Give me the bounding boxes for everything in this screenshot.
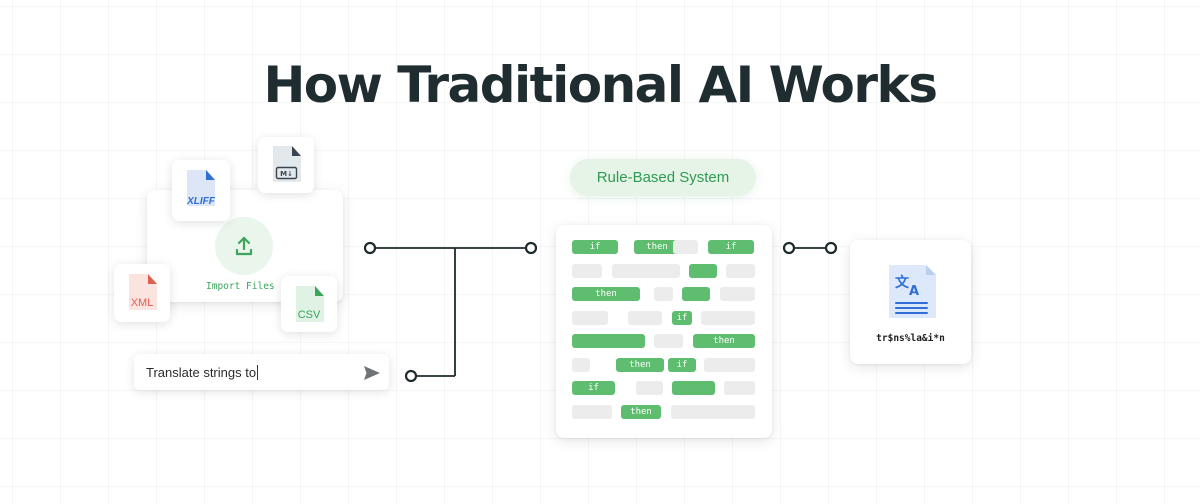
rule-chip-empty — [654, 287, 673, 301]
rule-chip-active: then — [621, 404, 661, 419]
xliff-file-card[interactable]: XLIFF — [172, 160, 230, 221]
xml-file-label: XML — [130, 297, 154, 309]
svg-text:M↓: M↓ — [280, 170, 293, 178]
rule-chip-empty — [720, 287, 755, 301]
upload-button[interactable] — [215, 217, 273, 275]
rule-chip-empty — [704, 357, 755, 372]
rule-chip-empty — [572, 310, 608, 325]
csv-file-label: CSV — [297, 309, 321, 321]
translate-icon: 文 A — [889, 265, 936, 318]
markdown-icon: M↓ — [275, 166, 298, 180]
page-title: How Traditional AI Works — [263, 56, 938, 114]
rule-chip-active — [682, 287, 710, 301]
rule-chip-empty — [726, 263, 755, 278]
rule-chip-empty — [628, 310, 662, 325]
upload-icon — [235, 236, 253, 256]
rule-chip-empty — [636, 381, 663, 395]
connector-node — [404, 369, 418, 383]
connector-node — [824, 241, 838, 255]
rule-chip-empty — [654, 334, 683, 348]
rule-chip-active: if — [668, 357, 696, 372]
connector-node — [363, 241, 377, 255]
rule-chip-active: then — [634, 240, 680, 254]
rule-chip-active: if — [572, 381, 615, 395]
text-caret — [257, 365, 259, 380]
import-files-label: Import Files — [206, 281, 275, 292]
rule-chip-active — [689, 263, 717, 278]
output-card: 文 A tr$ns%la&i*n — [850, 240, 971, 364]
rule-chip-active — [572, 334, 645, 348]
rule-chip-empty — [572, 357, 590, 372]
rule-chip-empty — [673, 240, 698, 254]
xliff-file-label: XLIFF — [187, 196, 215, 207]
rule-chip-empty — [572, 404, 612, 419]
prompt-text: Translate strings to — [146, 365, 257, 380]
rule-chip-active: then — [616, 357, 664, 372]
rule-chip-active — [672, 381, 715, 395]
connector-node — [782, 241, 796, 255]
rule-chip-empty — [671, 404, 755, 419]
rule-based-system-label: Rule-Based System — [570, 159, 756, 196]
markdown-file-card[interactable]: M↓ — [258, 137, 314, 193]
send-icon[interactable] — [362, 363, 382, 383]
prompt-input[interactable]: Translate strings to — [134, 354, 389, 390]
rule-chip-empty — [612, 263, 680, 278]
rule-chip-empty — [724, 381, 755, 395]
xml-file-card[interactable]: XML — [114, 264, 170, 322]
connector-node — [524, 241, 538, 255]
svg-text:文: 文 — [895, 274, 910, 291]
rule-chip-active: then — [572, 287, 640, 301]
rule-chip-active: if — [708, 240, 754, 254]
rule-chip-active: if — [672, 310, 692, 325]
svg-text:A: A — [909, 284, 919, 299]
rule-chip-empty — [572, 263, 602, 278]
csv-file-card[interactable]: CSV — [281, 276, 337, 332]
rule-chip-active: then — [693, 334, 755, 348]
output-text: tr$ns%la&i*n — [876, 333, 945, 344]
rule-chip-active: if — [572, 240, 618, 254]
rule-chip-empty — [701, 310, 755, 325]
